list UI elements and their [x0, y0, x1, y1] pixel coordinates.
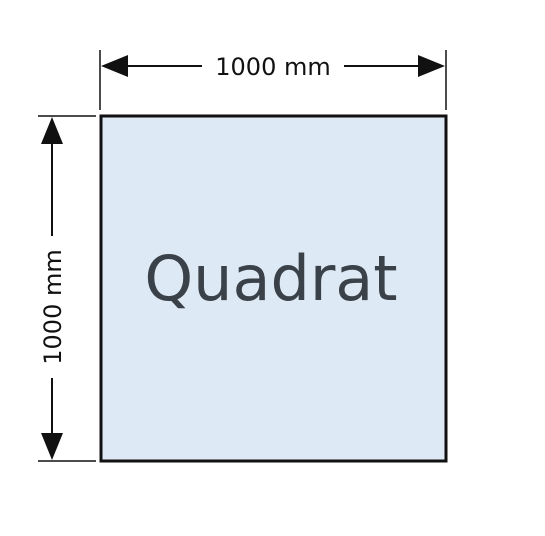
square-shape: [99, 114, 448, 463]
width-label: 1000 mm: [215, 53, 330, 81]
height-label: 1000 mm: [39, 249, 67, 364]
shape-label: Quadrat: [144, 242, 397, 315]
arrow-left-icon: [101, 55, 128, 77]
arrow-down-icon: [41, 433, 63, 460]
arrow-right-icon: [418, 55, 445, 77]
arrow-up-icon: [41, 117, 63, 144]
